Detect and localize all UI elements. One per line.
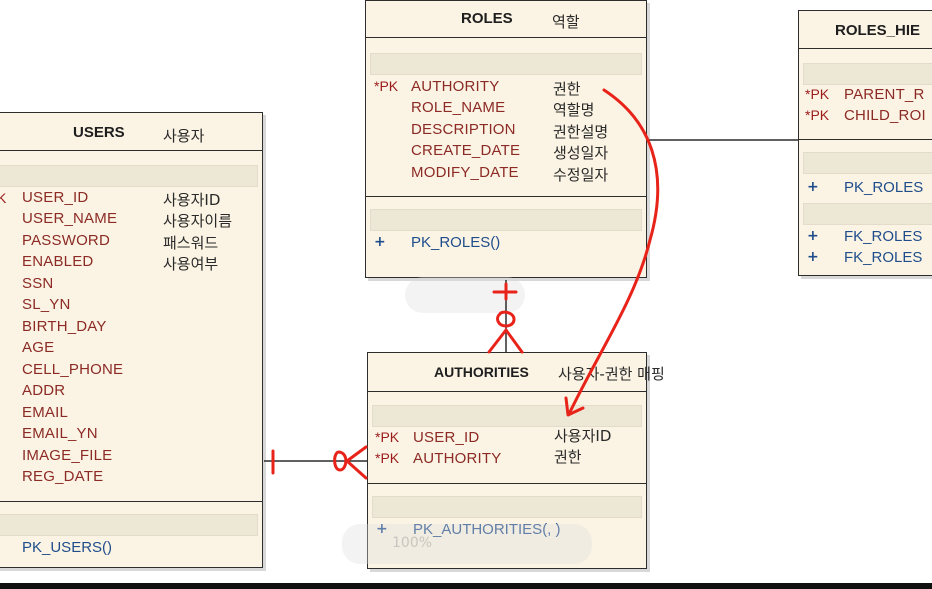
column-name: AUTHORITY <box>413 450 502 467</box>
column-name: ENABLED <box>22 253 94 270</box>
column-name: USER_NAME <box>22 210 118 227</box>
column-name: SSN <box>22 275 54 292</box>
column-name: AUTHORITY <box>411 78 500 95</box>
column-name: CELL_PHONE <box>22 361 124 378</box>
window-bottom-edge <box>0 583 932 589</box>
roles-table-header: ROLES 역할 <box>366 1 646 38</box>
users-table-name: USERS <box>73 124 125 141</box>
roles-hierarchy-table-name: ROLES_HIE <box>835 22 921 39</box>
method-marker: + <box>807 249 819 265</box>
red-crow-foot-top <box>487 328 524 354</box>
red-zero-circle-top <box>496 310 516 328</box>
column-comment: 패스워드 <box>163 234 219 252</box>
red-zero-circle-left <box>333 450 348 472</box>
column-comment: 사용여부 <box>163 255 219 273</box>
column-name: USER_ID <box>413 429 480 446</box>
red-annotation-marks <box>271 88 660 480</box>
column-comment: 사용자ID <box>163 191 221 209</box>
users-methods-band <box>0 514 258 536</box>
roles-attributes-band <box>370 53 642 75</box>
pk-marker: *PK <box>375 429 400 445</box>
column-name: REG_DATE <box>22 468 104 485</box>
roles-divider <box>366 196 646 197</box>
column-comment: 역할명 <box>553 101 595 119</box>
users-table-header: USERS 사용자 <box>0 113 262 151</box>
roles-hierarchy-attributes-band <box>803 63 932 85</box>
column-name: PASSWORD <box>22 232 110 249</box>
roles-methods-band <box>370 209 642 231</box>
column-name: ADDR <box>22 382 66 399</box>
column-name: CHILD_ROI <box>844 107 926 124</box>
authorities-table-alias: 사용자-권한 매핑 <box>558 365 665 383</box>
column-comment: 권한 <box>553 80 581 98</box>
roles-hierarchy-table[interactable]: ROLES_HIE *PK PARENT_R *PK CHILD_ROI + P… <box>798 10 932 276</box>
column-name: EMAIL_YN <box>22 425 98 442</box>
method-marker: + <box>376 521 388 537</box>
roles-hierarchy-divider <box>799 139 932 140</box>
authorities-table-header: AUTHORITIES 사용자-권한 매핑 <box>368 353 665 392</box>
method-marker: + <box>807 179 819 195</box>
method-name: PK_AUTHORITIES(, ) <box>413 521 561 538</box>
pk-marker: *PK <box>805 86 830 102</box>
users-table-alias: 사용자 <box>163 127 205 145</box>
column-comment: 생성일자 <box>553 144 609 162</box>
roles-table[interactable]: ROLES 역할 *PK AUTHORITY 권한 ROLE_NAME 역할명 … <box>365 0 647 278</box>
red-arrow-head <box>564 396 585 417</box>
method-name: FK_ROLES <box>844 249 923 266</box>
column-name: SL_YN <box>22 296 71 313</box>
authorities-table-name: AUTHORITIES <box>434 364 529 380</box>
column-name: AGE <box>22 339 55 356</box>
authorities-divider <box>368 483 646 484</box>
roles-hierarchy-table-header: ROLES_HIE <box>799 11 932 49</box>
column-comment: 권한설명 <box>553 123 609 141</box>
roles-hierarchy-methods-band <box>803 152 932 174</box>
roles-hierarchy-methods-band-2 <box>803 203 932 225</box>
column-name: IMAGE_FILE <box>22 447 113 464</box>
method-marker: + <box>374 234 386 250</box>
red-curved-arrow <box>568 88 660 414</box>
column-name: DESCRIPTION <box>411 121 516 138</box>
method-name: PK_ROLES() <box>411 234 501 251</box>
method-name: PK_ROLES <box>844 179 924 196</box>
column-comment: 권한 <box>554 448 582 466</box>
column-name: BIRTH_DAY <box>22 318 107 335</box>
red-crow-foot-left <box>345 445 368 480</box>
column-name: EMAIL <box>22 404 69 421</box>
method-name: PK_USERS() <box>22 539 113 556</box>
authorities-table[interactable]: AUTHORITIES 사용자-권한 매핑 *PK USER_ID 사용자ID … <box>367 352 665 569</box>
roles-table-alias: 역할 <box>552 13 580 31</box>
zoom-level-label: 100% <box>392 535 433 551</box>
pk-marker: K <box>0 190 7 206</box>
column-comment: 수정일자 <box>553 166 609 184</box>
authorities-methods-band <box>372 496 642 518</box>
method-marker: + <box>807 228 819 244</box>
pk-marker: *PK <box>375 450 400 466</box>
roles-table-name: ROLES <box>461 10 513 27</box>
users-divider <box>0 501 262 502</box>
method-name: FK_ROLES <box>844 228 923 245</box>
pk-marker: *PK <box>805 107 830 123</box>
column-name: PARENT_R <box>844 86 925 103</box>
column-name: ROLE_NAME <box>411 99 506 116</box>
column-name: MODIFY_DATE <box>411 164 519 181</box>
pk-marker: *PK <box>374 78 399 94</box>
column-comment: 사용자이름 <box>163 212 233 230</box>
column-name: CREATE_DATE <box>411 142 521 159</box>
users-attributes-band <box>0 165 258 187</box>
zoom-level-ghost[interactable]: 100% <box>342 524 592 564</box>
column-name: USER_ID <box>22 189 89 206</box>
column-comment: 사용자ID <box>554 427 612 445</box>
